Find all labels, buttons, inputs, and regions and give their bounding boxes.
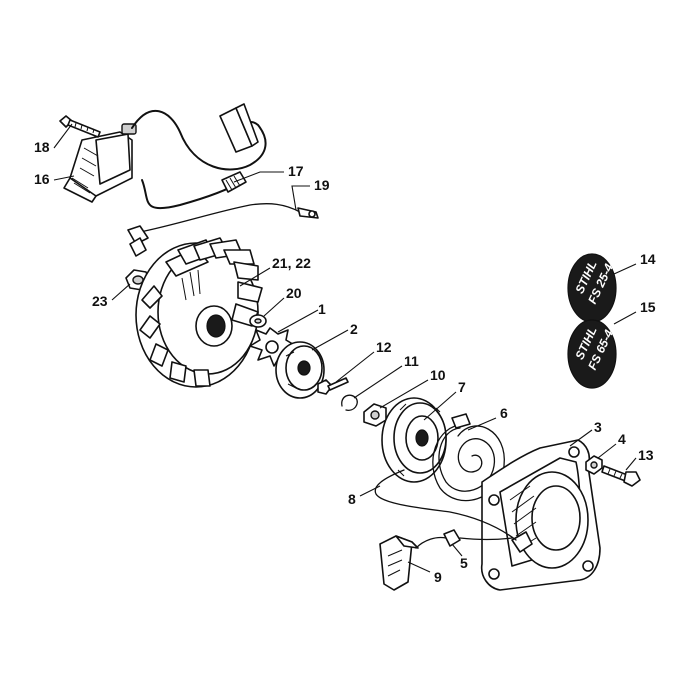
callout-9: 9 <box>434 569 442 585</box>
ignition-lead <box>131 103 267 210</box>
leader-lines <box>53 123 637 573</box>
callout-2: 2 <box>350 321 358 337</box>
callout-20: 20 <box>286 285 302 301</box>
callout-19: 19 <box>314 177 330 193</box>
callout-16: 16 <box>34 171 50 187</box>
thrust-washer <box>363 403 387 427</box>
carrier-screw <box>317 377 349 395</box>
spring-clip <box>341 394 358 411</box>
callout-4: 4 <box>618 431 626 447</box>
ignition-coil <box>63 123 137 203</box>
rewind-spring <box>432 413 505 502</box>
callout-12: 12 <box>376 339 392 355</box>
callout-14: 14 <box>640 251 656 267</box>
callout-23: 23 <box>92 293 108 309</box>
callout-3: 3 <box>594 419 602 435</box>
flywheel <box>135 237 263 388</box>
rope-guide <box>415 529 513 549</box>
housing-nut <box>585 455 603 475</box>
coil-screw <box>59 115 101 138</box>
short-circuit-wire <box>127 203 319 257</box>
decal-fs65 <box>567 319 617 389</box>
callout-18: 18 <box>34 139 50 155</box>
callout-10: 10 <box>430 367 446 383</box>
callout-6: 6 <box>500 405 508 421</box>
pawl-carrier <box>275 341 325 399</box>
callout-11: 11 <box>404 353 419 369</box>
callout-15: 15 <box>640 299 656 315</box>
housing-screw <box>601 465 641 487</box>
callout-5: 5 <box>460 555 468 571</box>
callout-13: 13 <box>638 447 654 463</box>
callout-8: 8 <box>348 491 356 507</box>
callout-17: 17 <box>288 163 304 179</box>
rope-rotor <box>381 397 447 483</box>
callout-7: 7 <box>458 379 466 395</box>
callout-21-22: 21, 22 <box>272 255 311 271</box>
washer <box>249 314 267 328</box>
starter-rope <box>374 469 517 541</box>
callout-1: 1 <box>318 301 326 317</box>
starter-grip <box>379 535 419 591</box>
fan-housing <box>480 439 601 591</box>
